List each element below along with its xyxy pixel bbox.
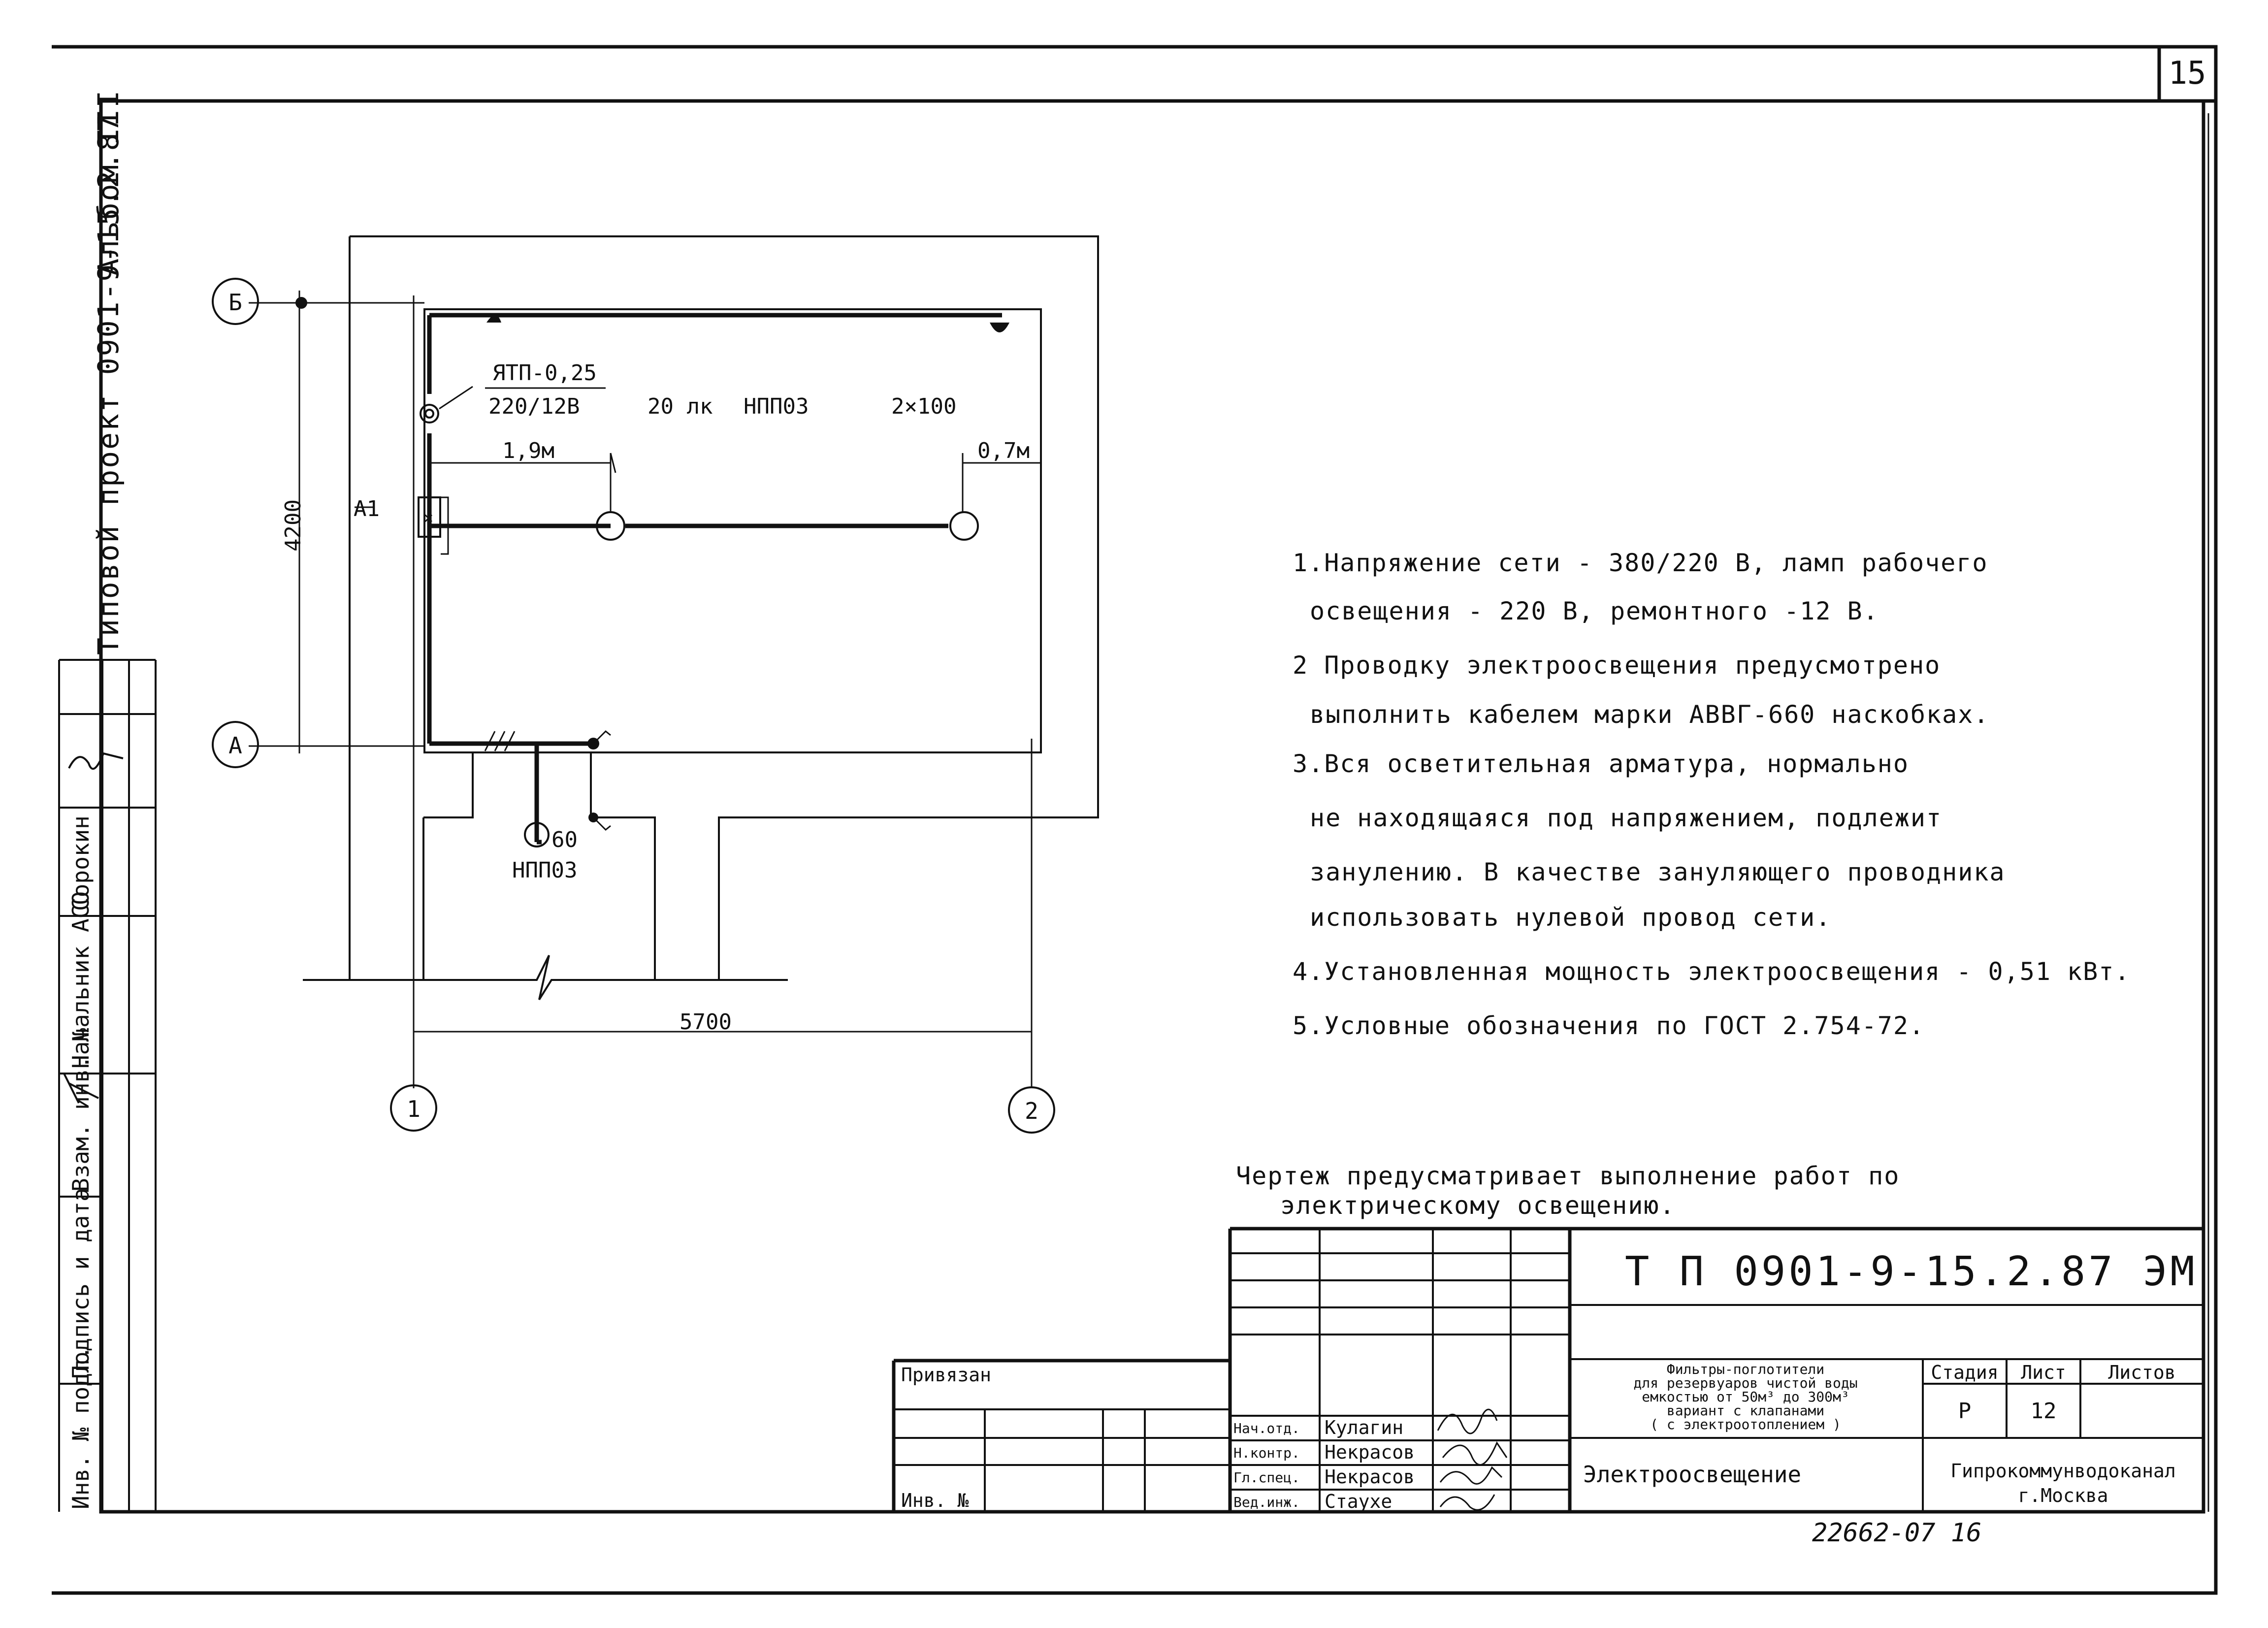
footer-note-line: Чертеж предусматривает выполнение работ … [1236, 1162, 1900, 1190]
sheets-header: Листов [2108, 1362, 2175, 1383]
side-signature-2 [63, 1073, 99, 1104]
dim-lamp-spacing [431, 453, 1041, 512]
dim-height: 4200 [281, 499, 306, 552]
side-project-title: Типовой проект 0901-9-15.2.87 [92, 113, 125, 655]
sheet-number: 15 [2168, 55, 2206, 92]
note-line: 1.Напряжение сети - 380/220 В, ламп рабо… [1293, 549, 1988, 577]
stage-header: Стадия [1931, 1362, 1998, 1383]
lamp-3 [524, 822, 550, 847]
fixture-count: 2×100 [891, 394, 956, 419]
side-position: Начальник АСО [67, 891, 94, 1069]
drawing-name: Электроосвещение [1583, 1461, 1801, 1488]
fixture-label: НПП03 [744, 394, 809, 419]
note-line: 4.Установленная мощность электроосвещени… [1293, 957, 2130, 986]
lamp-symbol-left [486, 315, 501, 323]
sheet-frame [52, 45, 2218, 1595]
transformer-leader [439, 386, 473, 410]
lamp-power: 60 [551, 827, 578, 852]
side-row-podpis: Подпись и дата [67, 1188, 94, 1379]
signature-role: Гл.спец. [1233, 1469, 1300, 1486]
description-line: ( с электроотоплением ) [1650, 1416, 1841, 1433]
side-album: Альбом III [92, 89, 125, 276]
panel-bracket [441, 496, 449, 555]
privyazan-label: Привязан [901, 1364, 991, 1386]
signature-role: Вед.инж. [1233, 1494, 1300, 1510]
switch-symbol [592, 730, 611, 745]
sheet-header: Лист [2021, 1362, 2066, 1383]
title-block-grid [892, 1227, 2204, 1512]
dim-lamp-right: 0,7м [977, 438, 1030, 463]
note-line: 2 Проводку электроосвещения предусмотрен… [1293, 651, 1941, 680]
axis-2-label: 2 [1025, 1098, 1038, 1124]
fixture-small: НПП03 [512, 858, 577, 883]
footer-note-line: электрическому освещению. [1280, 1191, 1676, 1220]
note-line: не находящаяся под напряжением, подлежит [1310, 804, 1942, 832]
axis-a-bubble [212, 721, 259, 768]
side-row-inv: Инв. № подл. [67, 1346, 94, 1509]
axis-lines [249, 291, 1033, 1088]
signature-name: Некрасов [1325, 1466, 1415, 1488]
note-line: выполнить кабелем марки АВВГ-660 наскобк… [1310, 700, 1989, 729]
note-line: освещения - 220 В, ремонтного -12 В. [1310, 597, 1879, 625]
signature-name: Некрасов [1325, 1441, 1415, 1463]
panel-x-mark: × [423, 508, 433, 528]
transformer-core [424, 409, 434, 419]
description-line: вариант с клапанами [1667, 1402, 1824, 1419]
drawing-code: Т П 0901-9-15.2.87 ЭМ [1625, 1248, 2198, 1295]
transformer-symbol [420, 404, 439, 423]
signature-name: Кулагин [1325, 1417, 1403, 1438]
side-stamp-grid [58, 659, 157, 1512]
signature-role: Нач.отд. [1233, 1420, 1300, 1436]
side-signature [68, 752, 124, 770]
stage-value: Р [1958, 1399, 1972, 1424]
signature-name: Стаухе [1325, 1491, 1392, 1512]
description-line: Фильтры-поглотители [1667, 1361, 1824, 1377]
archive-number: 22662-07 16 [1812, 1518, 1981, 1548]
note-line: использовать нулевой провод сети. [1310, 903, 1831, 932]
axis-2-bubble [1008, 1086, 1055, 1134]
note-line: занулению. В качестве зануляющего провод… [1310, 858, 2006, 886]
socket-symbol [592, 816, 611, 831]
axis-1-bubble [390, 1084, 437, 1132]
axis-a-label: А [228, 732, 242, 759]
note-line: 3.Вся осветительная арматура, нормально [1293, 749, 1909, 778]
description-line: для резервуаров чистой воды [1633, 1375, 1857, 1391]
dim-lamp-left: 1,9м [502, 438, 554, 463]
axis-b-label: Б [228, 289, 242, 316]
sheet-value: 12 [2031, 1399, 2057, 1424]
organization-line: Гипрокоммунводоканал [1950, 1460, 2176, 1482]
notes: 1.Напряжение сети - 380/220 В, ламп рабо… [1293, 549, 2130, 1040]
side-name: Сорокин [67, 815, 94, 911]
axis-1-label: 1 [407, 1096, 421, 1122]
axis-b-bubble [212, 278, 259, 325]
handwritten-signatures [1437, 1408, 1508, 1511]
note-line: 5.Условные обозначения по ГОСТ 2.754-72. [1293, 1011, 1925, 1040]
lamp-symbol-right [990, 323, 1009, 332]
organization-line: г.Москва [2018, 1485, 2108, 1506]
transformer-ratio: 220/12В [488, 394, 580, 419]
transformer-type: ЯТП-0,25 [492, 360, 597, 386]
description-line: емкостью от 50м³ до 300м³ [1642, 1389, 1849, 1405]
panel-box [418, 496, 441, 538]
dim-width: 5700 [680, 1009, 732, 1035]
signature-role: Н.контр. [1233, 1445, 1300, 1461]
lux-label: 20 лк [648, 394, 713, 419]
wiring [427, 313, 1002, 845]
panel-label: А1 [354, 496, 380, 521]
building-plan [303, 235, 1099, 1001]
inv-no-label: Инв. № [901, 1490, 969, 1511]
side-row-vzam: Взам. инв. № [67, 1028, 94, 1192]
lamp-2 [949, 511, 979, 541]
